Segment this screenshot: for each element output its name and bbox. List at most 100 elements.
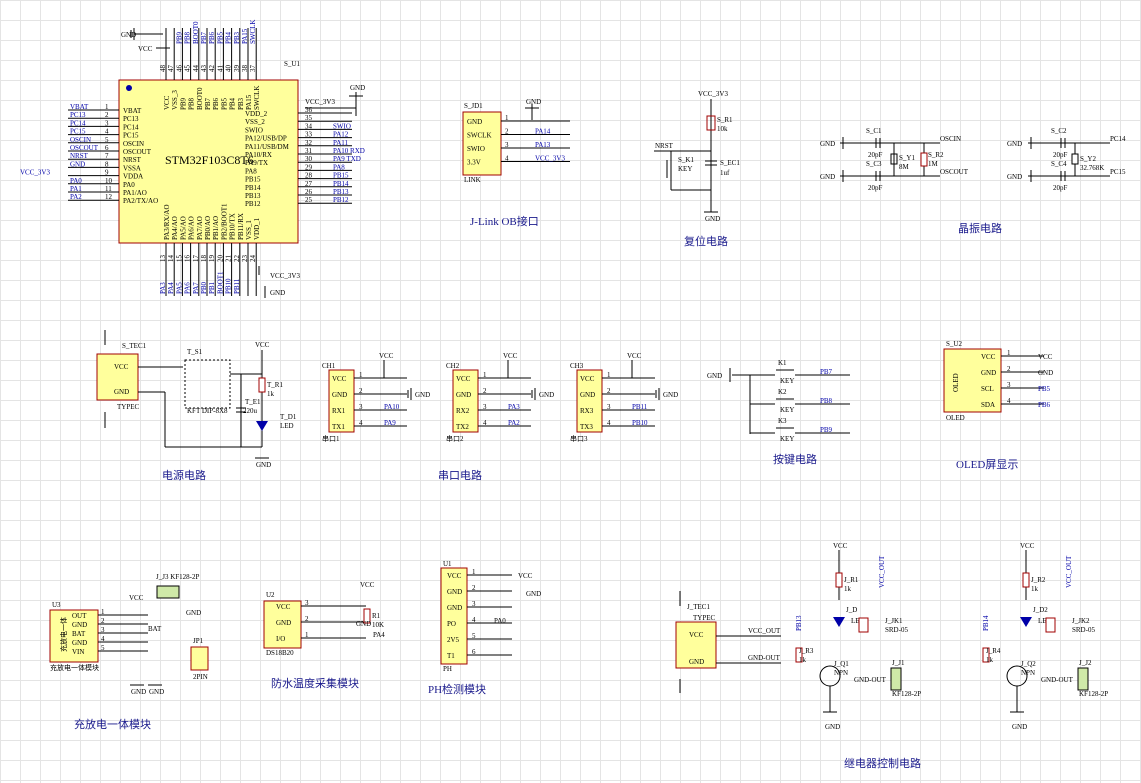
uart-pin-name: TX3 — [580, 423, 593, 431]
relay-coil[interactable] — [858, 617, 869, 633]
jlink-net-label: PA13 — [535, 141, 551, 149]
mcu-net-label: NRST — [70, 152, 89, 160]
uart-pin-name: VCC — [580, 375, 595, 383]
relay-r3[interactable] — [982, 647, 990, 663]
oled-designator: S_U2 — [946, 340, 962, 348]
relay-r3[interactable] — [795, 647, 803, 663]
uart-vcc-label: VCC — [379, 352, 394, 360]
uart-port-label: 串口3 — [570, 435, 588, 443]
oled-body[interactable] — [943, 348, 1002, 413]
relay-vcc-label: VCC — [833, 542, 848, 550]
mcu-pin-number: 47 — [167, 65, 175, 73]
mcu-net-label: SWCLK — [249, 19, 257, 44]
mcu-net-label: PC15 — [70, 128, 86, 136]
uart-net-label: PA9 — [384, 419, 396, 427]
uart-pin-number: 4 — [359, 419, 363, 427]
mcu-pin-name: PA9/TX — [245, 159, 268, 167]
charge-pin-number: 5 — [101, 644, 105, 652]
relay-r1[interactable] — [835, 572, 843, 588]
relay-gnd-out: GND-OUT — [748, 654, 781, 662]
relay-jk-val: SRD-05 — [1072, 626, 1095, 634]
power-vcc-label: VCC — [255, 341, 270, 349]
jlink-pin-number: 2 — [505, 128, 509, 136]
relay-j-ref: J_J1 — [892, 659, 905, 667]
uart-pin-name: RX1 — [332, 407, 346, 415]
mcu-pin-number: 43 — [200, 65, 208, 73]
crystal-oscout: OSCOUT — [940, 168, 969, 176]
temp-body[interactable] — [263, 600, 302, 649]
charge-pin-number: 2 — [101, 617, 105, 625]
ph-pin-number: 3 — [472, 600, 476, 608]
mcu-pin-number: 32 — [305, 139, 313, 147]
jlink-body[interactable] — [462, 111, 502, 176]
crystal-y2[interactable] — [1071, 153, 1079, 165]
power-resistor[interactable] — [258, 377, 266, 393]
relay-typec[interactable] — [675, 621, 717, 669]
charge-body[interactable] — [49, 609, 99, 663]
temp-pin-number: 2 — [305, 615, 309, 623]
relay-tec-ref: J_TEC1 — [687, 603, 710, 611]
power-dip-switch[interactable] — [184, 359, 231, 409]
charge-pin-name: VIN — [72, 648, 84, 656]
uart-pin-name: GND — [580, 391, 595, 399]
relay-j-connector[interactable] — [1077, 667, 1089, 691]
crystal-r2-ref: S_R2 — [928, 151, 944, 159]
uart-port-body[interactable] — [452, 369, 479, 433]
uart-port-body[interactable] — [328, 369, 355, 433]
charge-jp1-val: 2PIN — [193, 673, 208, 681]
uart-pin-name: GND — [332, 391, 347, 399]
mcu-body[interactable] — [118, 79, 299, 244]
uart-pin-number: 3 — [607, 403, 611, 411]
crystal-r2[interactable] — [920, 152, 928, 167]
power-caption: 电源电路 — [162, 468, 206, 482]
charge-j3-connector[interactable] — [156, 585, 180, 599]
relay-vcc-out: VCC_OUT — [1065, 555, 1073, 588]
jlink-designator: S_JD1 — [464, 102, 483, 110]
mcu-pin-number: 20 — [216, 255, 224, 263]
mcu-pin-name: PB5 — [220, 97, 228, 110]
charge-jp1-body[interactable] — [190, 646, 209, 671]
relay-coil[interactable] — [1045, 617, 1056, 633]
charge-jp1: JP1 — [193, 637, 204, 645]
relay-led-val: LED — [1038, 617, 1052, 625]
mcu-designator: S_U1 — [284, 60, 300, 68]
mcu-pin-name: PB13 — [245, 192, 261, 200]
ph-body[interactable] — [440, 567, 468, 665]
mcu-pin-name: OSCOUT — [123, 148, 152, 156]
relay-r1[interactable] — [1022, 572, 1030, 588]
mcu-pin-name: PB1/AO — [212, 216, 220, 240]
temp-resistor[interactable] — [363, 608, 371, 624]
reset-resistor[interactable] — [706, 115, 716, 131]
mcu-pin-name: OSCIN — [123, 140, 144, 148]
power-sw-ref: T_S1 — [187, 348, 203, 356]
oled-net-label: VCC — [1038, 353, 1053, 361]
mcu-net-label: PB11 — [233, 278, 241, 294]
mcu-net-label: PB4 — [225, 31, 233, 44]
mcu-vcc-label: VCC — [138, 45, 153, 53]
relay-jk-ref: J_JK1 — [885, 617, 903, 625]
crystal-y1-val: 8M — [899, 163, 910, 171]
relay-j-connector[interactable] — [890, 667, 902, 691]
oled-pin-name: GND — [981, 369, 996, 377]
key-net: PB7 — [820, 368, 833, 376]
relay-gnd-label: GND — [1012, 723, 1027, 731]
power-typec[interactable] — [96, 353, 139, 401]
uart-port-body[interactable] — [576, 369, 603, 433]
mcu-pin-number: 46 — [175, 65, 183, 73]
mcu-pin-number: 7 — [105, 152, 109, 160]
uart-pin-name: RX3 — [580, 407, 594, 415]
power-gnd-pin: GND — [114, 388, 129, 396]
relay-caption: 继电器控制电路 — [844, 756, 921, 770]
power-sw-val: KFT DIP-8X8 — [187, 407, 228, 415]
mcu-pin-name: PA0 — [123, 181, 135, 189]
mcu-pin-name: PA3/RX/AO — [163, 204, 171, 240]
mcu-pin-number: 6 — [105, 144, 109, 152]
mcu-pin-number: 12 — [105, 193, 113, 201]
oled-title: OLED — [952, 373, 960, 392]
crystal2-gnd1: GND — [1007, 140, 1022, 148]
temp-pin-name: VCC — [276, 603, 291, 611]
relay-r3-ref: J_R3 — [799, 647, 814, 655]
mcu-pin-name: PB10/TX — [229, 213, 237, 240]
